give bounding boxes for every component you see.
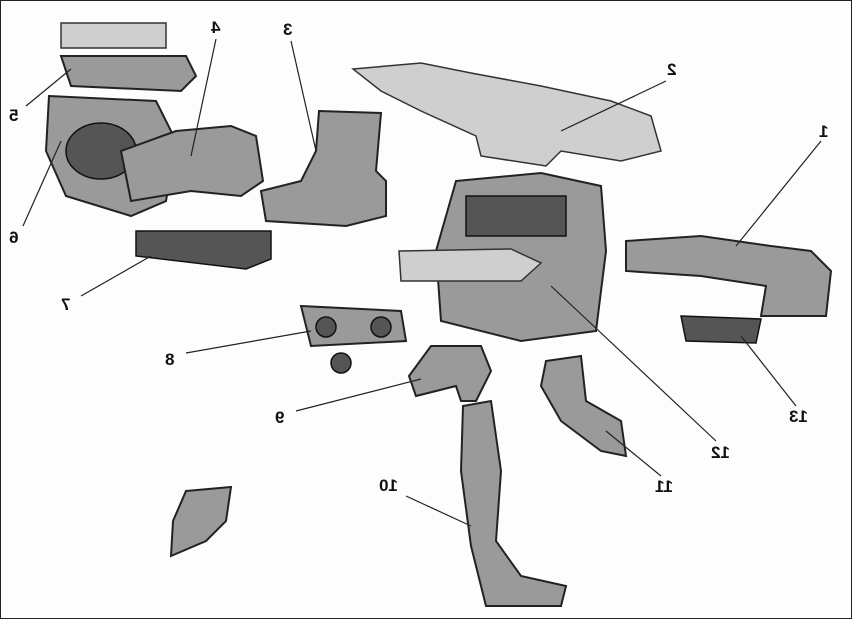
part-3-distribution-duct xyxy=(259,109,387,228)
callout-3: 3 xyxy=(283,20,293,39)
callout-2: 2 xyxy=(667,60,677,79)
part-9-elbow-duct xyxy=(407,345,493,402)
part-5-filter-cover xyxy=(60,22,167,49)
mounting-bracket xyxy=(169,485,233,558)
callout-5: 5 xyxy=(9,106,19,125)
part-1-side-duct xyxy=(625,234,833,317)
part-11-side-vent-duct xyxy=(539,354,628,458)
callout-1: 1 xyxy=(819,122,829,141)
center-vent-left xyxy=(315,316,337,338)
part-4-air-duct xyxy=(119,124,265,203)
callout-8: 8 xyxy=(165,350,175,369)
part-13-side-vent-grille xyxy=(680,315,762,344)
callout-12: 12 xyxy=(711,443,730,462)
callout-11: 11 xyxy=(655,477,673,496)
center-vent-right xyxy=(370,316,392,338)
callout-10: 10 xyxy=(379,476,398,495)
part-5-housing-lid xyxy=(59,55,198,93)
callout-6: 6 xyxy=(9,228,19,247)
callout-9: 9 xyxy=(275,408,285,427)
control-panel-strip xyxy=(398,248,543,282)
callout-13: 13 xyxy=(789,407,808,426)
callout-7: 7 xyxy=(61,295,71,314)
leader-lines xyxy=(22,38,822,527)
heater-unit-vent xyxy=(465,195,567,237)
part-7-vent-grille xyxy=(135,230,272,270)
part-2-upper-air-duct xyxy=(351,62,662,167)
callout-4: 4 xyxy=(211,18,221,37)
part-10-floor-duct xyxy=(459,399,568,607)
knob xyxy=(330,352,352,374)
